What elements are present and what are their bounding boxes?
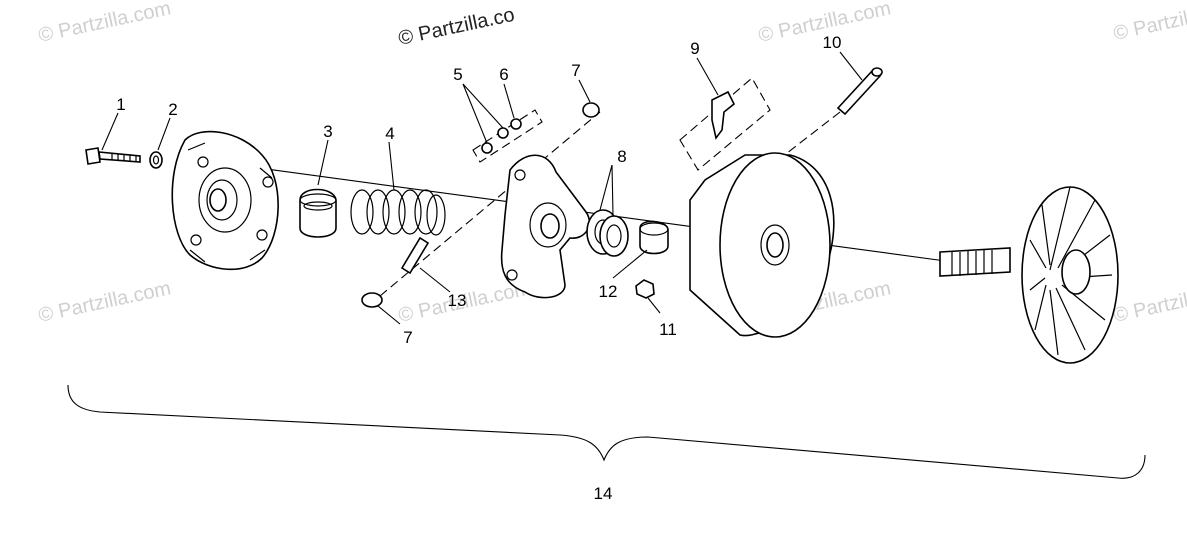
part-bushings (586, 209, 629, 257)
part-bushing-small (639, 220, 669, 255)
callout-14: 14 (594, 484, 613, 503)
callout-7-top: 7 (571, 61, 580, 80)
part-bolt (85, 147, 141, 165)
part-washer (149, 151, 163, 169)
callout-7-bottom: 7 (403, 328, 412, 347)
pin-dash-line (379, 111, 601, 297)
part-nut-plate (472, 109, 543, 163)
watermark-mid-far-right: © Partzilla.com (1111, 277, 1187, 327)
part-weight (679, 77, 771, 171)
part-cap-top (582, 102, 600, 118)
callout-11: 11 (659, 320, 677, 339)
part-spring (350, 189, 446, 236)
callout-6: 6 (499, 65, 508, 84)
callout-9: 9 (690, 39, 699, 58)
watermark-mid-left: © Partzilla.com (36, 277, 172, 327)
watermark-top-left: © Partzilla.com (36, 0, 172, 47)
part-spider (500, 154, 591, 299)
axis-centerline (199, 159, 976, 266)
callout-10: 10 (823, 33, 842, 52)
part-nut-small (635, 279, 655, 299)
callout-2: 2 (168, 100, 177, 119)
part-cover (171, 130, 279, 271)
part-ring (299, 188, 337, 238)
part-cap-bottom (361, 292, 383, 308)
callout-labels: 1 2 3 4 5 6 7 7 8 9 10 11 12 13 14 (116, 33, 841, 503)
callout-5: 5 (453, 65, 462, 84)
watermark-top-far-right: © Partzilla.com (1111, 0, 1187, 45)
leader-lines (101, 51, 863, 325)
callout-8: 8 (617, 147, 626, 166)
callout-12: 12 (599, 282, 618, 301)
part-moveable-sheave (689, 152, 835, 338)
callout-13: 13 (448, 291, 467, 310)
callout-3: 3 (323, 122, 332, 141)
callout-1: 1 (116, 95, 125, 114)
watermark-top-center: © Partzilla.co (396, 4, 516, 50)
callout-4: 4 (385, 124, 394, 143)
part-pin-long (836, 67, 883, 116)
assembly-brace (67, 384, 1146, 479)
part-fixed-sheave (939, 186, 1119, 364)
part-pin (400, 236, 430, 275)
